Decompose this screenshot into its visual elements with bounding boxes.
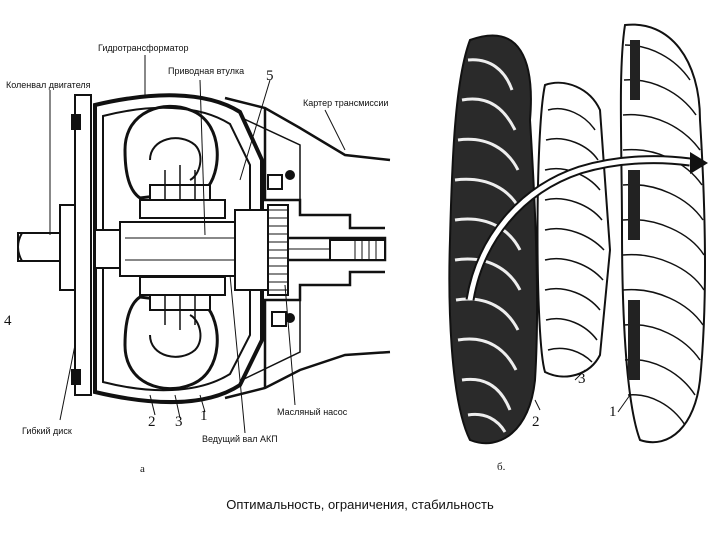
torque-converter-section [17, 93, 391, 405]
stator [536, 81, 612, 378]
flex-plate [74, 94, 92, 396]
slide-caption: Оптимальность, ограничения, стабильность [226, 497, 494, 512]
callout-a-1: 1 [200, 408, 208, 424]
label-flex-plate: Гибкий диск [22, 426, 72, 436]
lower-torus [123, 295, 219, 391]
callout-b-3: 3 [578, 371, 586, 387]
upper-torus [123, 104, 219, 200]
crankshaft [17, 232, 67, 262]
label-input-shaft: Ведущий вал АКП [202, 434, 278, 444]
drive-hub [234, 209, 271, 291]
callout-a-4: 4 [4, 313, 12, 329]
exploded-view [448, 23, 708, 445]
callout-a-3: 3 [175, 414, 183, 430]
callout-b-1: 1 [609, 404, 617, 420]
leader-lines-b [534, 369, 631, 413]
pump-wheel [619, 23, 706, 444]
callout-b-2: 2 [532, 414, 540, 430]
callout-a-5: 5 [266, 68, 274, 84]
converter-housing [93, 93, 264, 405]
label-oil-pump: Масляный насос [277, 407, 348, 417]
transmission-housing [224, 96, 391, 230]
sublabel-a: а [140, 463, 145, 475]
leader-lines-a [49, 55, 346, 434]
label-drive-hub: Приводная втулка [168, 66, 244, 76]
label-torque-converter: Гидротрансформатор [98, 43, 189, 53]
label-transmission-housing: Картер трансмиссии [303, 98, 388, 108]
label-crankshaft: Коленвал двигателя [6, 80, 91, 90]
callout-a-2: 2 [148, 414, 156, 430]
sublabel-b: б. [497, 461, 506, 473]
